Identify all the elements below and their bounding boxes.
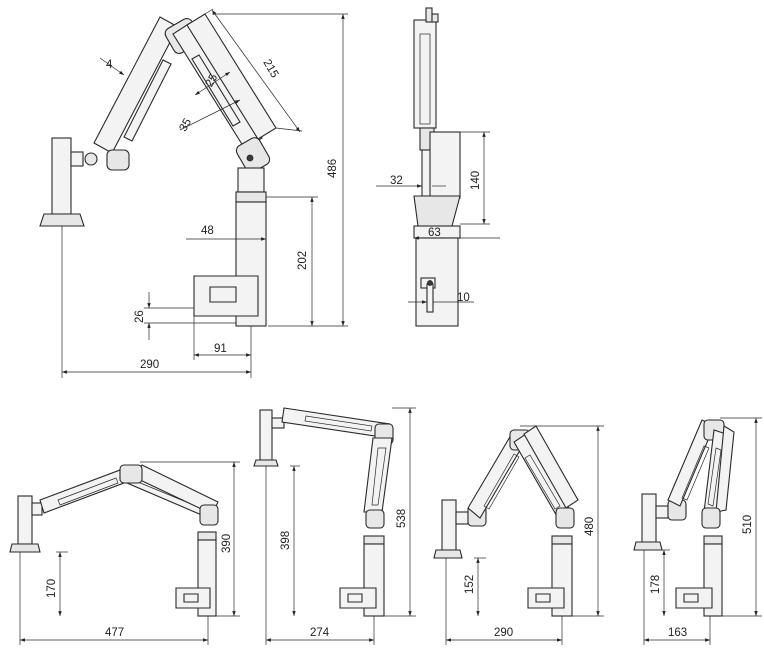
dim-cylinder: 140 <box>470 171 482 190</box>
front-view: 32 140 63 10 <box>376 7 500 327</box>
config-2: 538 398 274 <box>253 407 416 645</box>
fan-outlet <box>39 137 98 227</box>
front-arm <box>413 7 461 327</box>
dim-clamp-width: 91 <box>214 343 227 355</box>
config-3-reach: 290 <box>494 627 513 639</box>
side-view: 4 215 25 35 486 48 202 <box>39 8 348 378</box>
dim-slot-length: 25 <box>204 72 221 89</box>
config-3-dims: 480 152 290 <box>445 425 604 645</box>
config-3-height: 480 <box>584 517 596 536</box>
config-4-reach: 163 <box>668 627 687 639</box>
dim-column-offset: 48 <box>201 225 214 237</box>
dim-shaft: 32 <box>390 175 403 187</box>
config-2-height: 538 <box>396 509 408 528</box>
config-1: 390 170 477 <box>9 461 240 645</box>
config-3-table: 152 <box>464 575 476 594</box>
config-3: 480 152 290 <box>433 425 604 645</box>
config-4-table: 178 <box>650 575 662 594</box>
dim-clamp: 10 <box>457 292 470 304</box>
dim-arm-length: 215 <box>260 57 280 80</box>
config-2-dims: 538 398 274 <box>265 407 416 645</box>
side-dims: 4 215 25 35 486 48 202 <box>61 8 348 378</box>
front-dims: 32 140 63 10 <box>376 131 500 304</box>
config-1-height: 390 <box>221 534 233 553</box>
config-4-dims: 510 178 163 <box>643 417 762 645</box>
dim-column-height: 202 <box>297 251 309 270</box>
config-4: 510 178 163 <box>633 417 762 645</box>
dim-total-height: 486 <box>327 159 339 178</box>
config-1-table: 170 <box>46 579 58 598</box>
config-2-reach: 274 <box>310 627 330 639</box>
config-4-height: 510 <box>742 515 754 534</box>
config-1-dims: 390 170 477 <box>19 461 240 645</box>
dim-clamp-height: 26 <box>134 310 146 323</box>
dim-slot-offset: 35 <box>177 117 194 134</box>
dim-arm-width: 4 <box>106 59 113 71</box>
config-2-table: 398 <box>280 531 292 550</box>
articulated-arm <box>93 13 277 173</box>
dim-base: 63 <box>428 227 441 239</box>
wall-column <box>193 167 267 327</box>
dim-reach: 290 <box>140 359 159 371</box>
config-1-reach: 477 <box>105 627 124 639</box>
